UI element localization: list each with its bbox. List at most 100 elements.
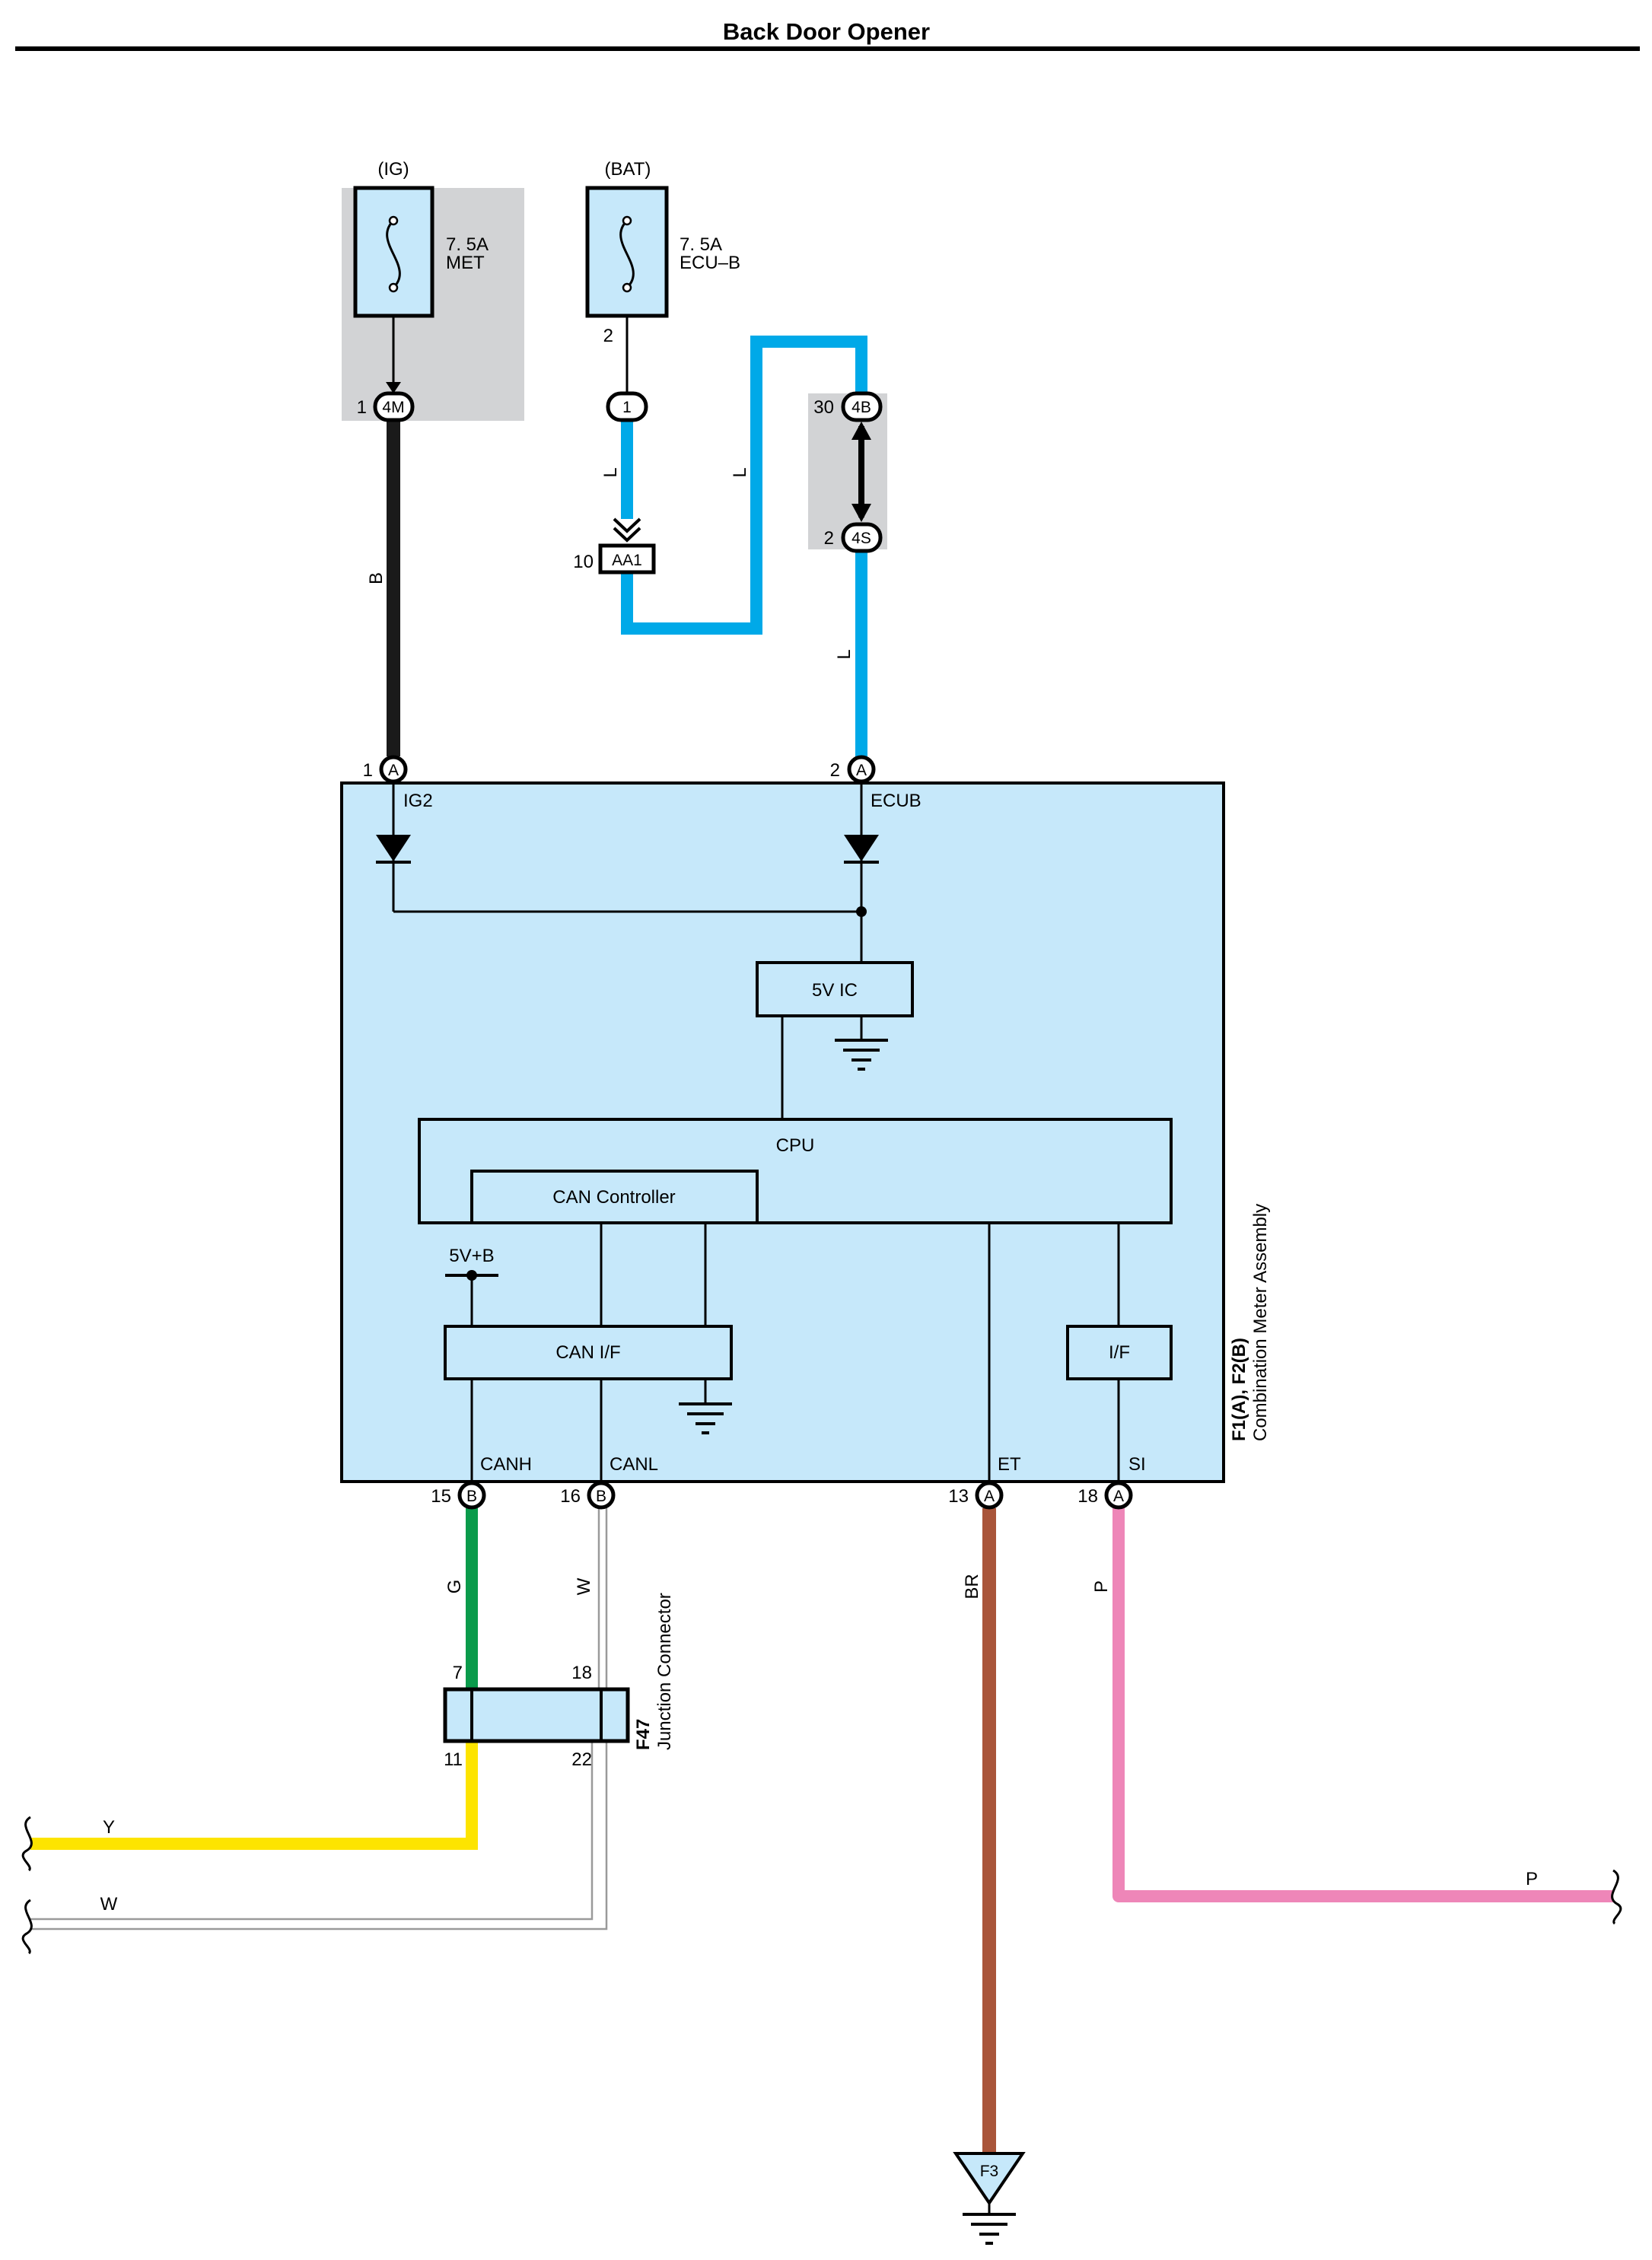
ig-fuse-name: MET xyxy=(446,253,485,273)
wire-label-l-bat: L xyxy=(600,467,621,477)
bat-fuse-rating: 7. 5A xyxy=(680,234,722,255)
ig-fuse-terminal-bottom xyxy=(388,282,399,293)
ground-f3-triangle xyxy=(953,2152,1026,2206)
connector-4m xyxy=(373,391,415,422)
junction-connector-f47 xyxy=(443,1687,630,1743)
pin-si-num: 18 xyxy=(1077,1486,1098,1507)
arrow-down-icon xyxy=(851,504,871,522)
connector-4m-code: 4M xyxy=(382,399,404,416)
can-controller-box xyxy=(470,1170,759,1224)
connector-aa1-pin: 10 xyxy=(573,552,594,572)
wire-yellow xyxy=(30,1741,478,1850)
pin-et-connector xyxy=(975,1481,1004,1510)
connector-1-code: 1 xyxy=(622,399,632,416)
ic-5v-label: 5V IC xyxy=(812,980,858,1001)
wire-label-w-bottom: W xyxy=(100,1894,118,1915)
bat-source-label: (BAT) xyxy=(605,159,651,180)
bat-fuse-terminal-top xyxy=(622,215,632,226)
wire-label-w-top: W xyxy=(574,1577,594,1595)
ig-fuse-icon xyxy=(386,219,401,289)
junction-dot xyxy=(856,906,867,917)
junction-name: Junction Connector xyxy=(654,1593,675,1750)
connector-aa1 xyxy=(598,543,656,575)
junction-pin-11: 11 xyxy=(444,1749,463,1770)
connector-1 xyxy=(606,391,648,422)
wire-break-icon xyxy=(1611,1869,1622,1925)
wire-label-p-right: P xyxy=(1526,1869,1538,1889)
wire-label-l-ecub: L xyxy=(834,649,855,659)
ground-f3-code: F3 xyxy=(980,2163,999,2180)
meter-assembly-id: F1(A), F2(B) xyxy=(1229,1338,1249,1441)
connector-4b xyxy=(841,391,883,422)
bat-fuse-terminal-bottom xyxy=(622,282,632,293)
diagram-title: Back Door Opener xyxy=(723,18,930,45)
pin-canh-num: 15 xyxy=(431,1486,451,1507)
pin-canl-connector xyxy=(587,1481,616,1510)
bat-fuse-pin: 2 xyxy=(603,326,613,346)
connector-4m-pin: 1 xyxy=(357,397,367,418)
connector-4s-code: 4S xyxy=(851,530,871,547)
pin-canl-num: 16 xyxy=(560,1486,581,1507)
connector-aa1-code: AA1 xyxy=(612,552,642,569)
ground-icon xyxy=(963,2213,1016,2245)
pin-et-num: 13 xyxy=(948,1486,969,1507)
pin-et-conn: A xyxy=(984,1488,995,1505)
wire-break-icon xyxy=(21,1899,33,1955)
wire-label-g: G xyxy=(444,1580,465,1594)
pin-ig2-num: 1 xyxy=(363,760,373,781)
junction-pin-7: 7 xyxy=(453,1663,463,1683)
pin-si-conn: A xyxy=(1113,1488,1124,1505)
ground-icon xyxy=(679,1402,732,1434)
connector-4s-pin: 2 xyxy=(824,528,834,549)
pin-canh-connector xyxy=(457,1481,486,1510)
if-label: I/F xyxy=(1109,1342,1130,1363)
pin-canh-label: CANH xyxy=(480,1454,532,1475)
ground-icon xyxy=(835,1039,888,1071)
ig-fuse-rating: 7. 5A xyxy=(446,234,489,255)
wire-label-b: B xyxy=(366,572,387,584)
pin-et-label: ET xyxy=(998,1454,1021,1475)
ic-5v-box xyxy=(756,961,914,1017)
wire-label-y: Y xyxy=(103,1817,115,1838)
connector-4b-pin: 30 xyxy=(813,397,834,418)
vref-label: 5V+B xyxy=(449,1246,494,1266)
junction-pin-22: 22 xyxy=(571,1749,592,1770)
pin-ig2-connector xyxy=(379,755,408,784)
wire-break-icon xyxy=(21,1816,33,1872)
diode-ig2-icon xyxy=(376,835,411,861)
bat-fuse-name: ECU–B xyxy=(680,253,740,273)
can-if-box xyxy=(444,1325,733,1380)
connector-4s xyxy=(841,522,883,553)
pin-si-connector xyxy=(1104,1481,1133,1510)
junction-pin-18: 18 xyxy=(571,1663,592,1683)
can-if-label: CAN I/F xyxy=(555,1342,620,1363)
pin-si-label: SI xyxy=(1128,1454,1146,1475)
wire-white-bottom-b xyxy=(30,1689,608,1931)
junction-id: F47 xyxy=(633,1719,654,1750)
meter-assembly-name: Combination Meter Assembly xyxy=(1250,1204,1271,1441)
bat-fuse-icon xyxy=(619,219,635,289)
pin-canh-conn: B xyxy=(466,1488,477,1505)
pin-ig2-label: IG2 xyxy=(403,791,433,811)
ig-fuse-box xyxy=(353,186,434,318)
wire-label-br: BR xyxy=(962,1574,982,1599)
arrow-down-icon xyxy=(386,382,401,393)
wire-white-bottom-a xyxy=(30,1741,594,1921)
chevron-down-icon xyxy=(613,517,641,543)
pin-ecub-label: ECUB xyxy=(871,791,921,811)
if-box xyxy=(1066,1325,1173,1380)
pin-ecub-num: 2 xyxy=(830,760,840,781)
ig-source-label: (IG) xyxy=(377,159,409,180)
cpu-label: CPU xyxy=(776,1135,815,1156)
pin-ecub-conn: A xyxy=(856,762,867,779)
ig-fuse-terminal-top xyxy=(388,215,399,226)
pin-canl-label: CANL xyxy=(610,1454,658,1475)
pin-ig2-conn: A xyxy=(388,762,399,779)
wire-blue-aa1-to-4b xyxy=(621,336,867,635)
wire-pink-si xyxy=(1112,1508,1613,1902)
wire-label-p-top: P xyxy=(1091,1580,1112,1593)
pin-ecub-connector xyxy=(847,755,876,784)
can-controller-label: CAN Controller xyxy=(552,1187,675,1208)
pin-canl-conn: B xyxy=(596,1488,606,1505)
